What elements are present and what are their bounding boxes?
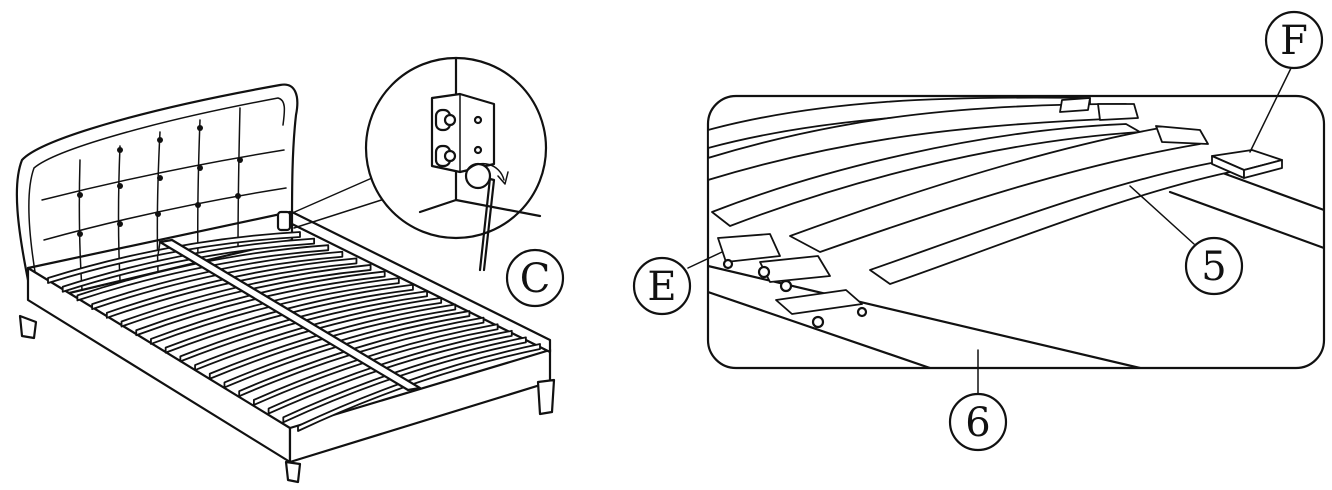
leg-right xyxy=(536,378,556,416)
callout-e-label: E xyxy=(647,264,676,310)
callout-c: C xyxy=(505,248,565,308)
headboard-buttons xyxy=(77,125,243,237)
bed-slat xyxy=(252,323,499,406)
bed-slat xyxy=(282,336,527,424)
bed-slat xyxy=(76,244,330,302)
bed-slat xyxy=(105,257,358,319)
callout-5-label: 5 xyxy=(1201,244,1226,290)
callout-f: F xyxy=(1264,10,1324,70)
bed-slat xyxy=(194,296,443,371)
bed-slat xyxy=(238,316,485,398)
callout-6-label: 6 xyxy=(965,400,990,446)
callout-c-label: C xyxy=(520,256,551,302)
bed-slat xyxy=(61,237,316,293)
bed-slat xyxy=(223,310,471,389)
bed-slat xyxy=(179,290,428,363)
bed-slat xyxy=(135,270,386,337)
detail-magnifier xyxy=(364,56,548,272)
bed-slat xyxy=(297,343,541,432)
callout-f-label: F xyxy=(1280,18,1308,64)
slat-holder-3 xyxy=(775,289,863,315)
bed-illustration xyxy=(15,83,556,484)
bolt-marker xyxy=(276,210,292,232)
bed-slat xyxy=(47,231,301,284)
leg-front xyxy=(284,460,302,484)
center-beam xyxy=(158,238,422,392)
bed-slat xyxy=(208,303,457,380)
bracket-slots xyxy=(434,108,483,168)
bed-slat xyxy=(120,264,372,328)
bed-slat xyxy=(91,250,344,311)
slat-holder-1 xyxy=(717,233,781,263)
bed-slat xyxy=(267,329,513,415)
bed-slats xyxy=(47,231,541,432)
callout-6: 6 xyxy=(948,392,1008,452)
side-rail-right xyxy=(290,210,552,354)
callout-5: 5 xyxy=(1184,236,1244,296)
headboard-tufting xyxy=(41,107,287,291)
bed-slat xyxy=(150,277,400,345)
leg-left xyxy=(18,314,38,340)
bed-slat xyxy=(164,283,414,354)
slat-detail-panel: F E 5 6 xyxy=(632,10,1326,452)
allen-key-c xyxy=(464,162,509,272)
callout-e: E xyxy=(632,256,692,316)
